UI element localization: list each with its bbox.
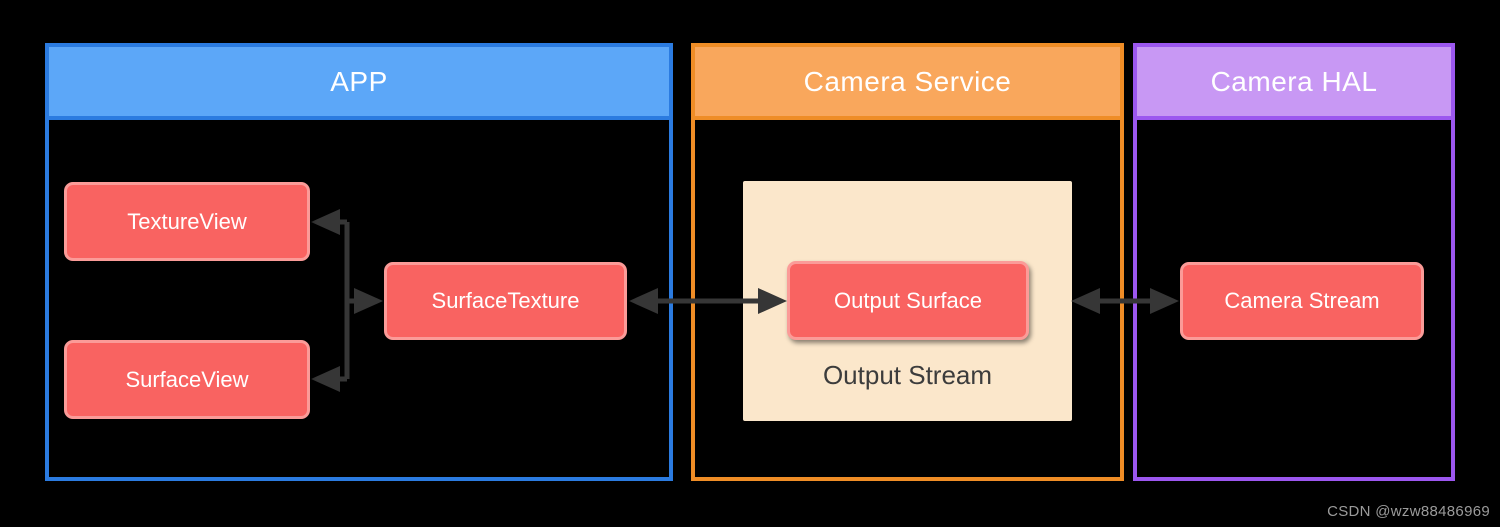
- section-camera-hal-title: Camera HAL: [1210, 65, 1378, 97]
- node-surfacetexture-label: SurfaceTexture: [431, 288, 580, 313]
- node-camera-stream: Camera Stream: [1180, 262, 1424, 340]
- node-surfacetexture: SurfaceTexture: [384, 262, 627, 340]
- section-app-header: APP: [49, 47, 669, 120]
- node-textureview: TextureView: [64, 182, 310, 261]
- section-app-title: APP: [330, 65, 388, 97]
- section-camera-hal-header: Camera HAL: [1137, 47, 1451, 120]
- section-app: APP: [45, 43, 673, 481]
- section-camera-service-header: Camera Service: [695, 47, 1120, 120]
- section-camera-service: Camera Service: [691, 43, 1124, 481]
- node-textureview-label: TextureView: [127, 208, 247, 234]
- section-camera-hal: Camera HAL: [1133, 43, 1455, 481]
- section-camera-service-title: Camera Service: [803, 65, 1012, 97]
- node-surfaceview-label: SurfaceView: [125, 366, 249, 392]
- output-stream-label: Output Stream: [822, 360, 993, 390]
- node-output-surface: Output Surface: [787, 261, 1029, 340]
- watermark-text: CSDN @wzw88486969: [1327, 503, 1490, 520]
- node-camera-stream-label: Camera Stream: [1224, 288, 1380, 313]
- node-surfaceview: SurfaceView: [64, 340, 310, 419]
- node-output-surface-label: Output Surface: [834, 287, 982, 313]
